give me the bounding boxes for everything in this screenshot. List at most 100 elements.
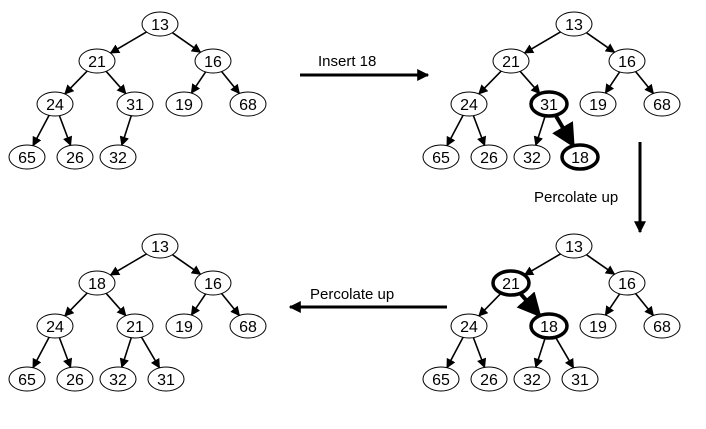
heap-node: 18 bbox=[560, 143, 600, 171]
tree-edge bbox=[604, 293, 621, 316]
heap-node: 65 bbox=[422, 144, 460, 170]
node-value: 13 bbox=[565, 17, 583, 34]
heap-node: 21 bbox=[492, 48, 530, 74]
node-circle bbox=[470, 144, 508, 170]
heap-node: 13 bbox=[555, 11, 593, 37]
node-circle bbox=[561, 366, 599, 392]
node-circle bbox=[608, 48, 646, 74]
node-value: 18 bbox=[540, 319, 558, 336]
node-value: 32 bbox=[523, 150, 541, 167]
heap-node: 32 bbox=[513, 366, 551, 392]
node-value: 16 bbox=[204, 276, 222, 293]
tree-edge bbox=[472, 337, 487, 369]
node-circle bbox=[555, 233, 593, 259]
tree-edge bbox=[32, 114, 50, 147]
node-value: 68 bbox=[239, 97, 257, 114]
node-value: 31 bbox=[126, 97, 144, 114]
node-circle bbox=[147, 366, 185, 392]
tree-after-insert: 13 21 16 24 31 19 68 65 26 32 18 bbox=[422, 11, 681, 171]
tree-edge bbox=[446, 114, 464, 147]
tree-edge bbox=[604, 71, 621, 94]
percolate-step-label-2: Percolate up bbox=[310, 286, 394, 303]
heap-node: 65 bbox=[422, 366, 460, 392]
node-value: 65 bbox=[18, 372, 36, 389]
highlighted-node-circle bbox=[560, 143, 600, 171]
node-circle bbox=[555, 11, 593, 37]
heap-node: 16 bbox=[608, 48, 646, 74]
node-circle bbox=[78, 48, 116, 74]
tree-edge bbox=[190, 71, 207, 94]
heap-node: 19 bbox=[579, 313, 617, 339]
heap-node: 24 bbox=[450, 91, 488, 117]
tree-edge bbox=[171, 254, 202, 275]
node-value: 31 bbox=[540, 97, 558, 114]
heap-node: 19 bbox=[579, 91, 617, 117]
heap-node: 13 bbox=[141, 11, 179, 37]
heap-node: 24 bbox=[36, 91, 74, 117]
heap-node: 19 bbox=[165, 91, 203, 117]
node-circle bbox=[165, 313, 203, 339]
heap-node: 26 bbox=[470, 144, 508, 170]
insert-step-label: Insert 18 bbox=[318, 53, 376, 70]
heap-node: 32 bbox=[99, 366, 137, 392]
node-value: 13 bbox=[151, 239, 169, 256]
node-circle bbox=[194, 270, 232, 296]
node-circle bbox=[56, 144, 94, 170]
node-value: 24 bbox=[460, 97, 478, 114]
node-value: 19 bbox=[175, 319, 193, 336]
heap-node: 18 bbox=[78, 270, 116, 296]
node-value: 19 bbox=[175, 97, 193, 114]
tree-edge bbox=[105, 70, 127, 95]
heap-node: 26 bbox=[470, 366, 508, 392]
node-value: 21 bbox=[88, 54, 106, 71]
percolate-step-label-1: Percolate up bbox=[534, 189, 618, 206]
node-value: 21 bbox=[502, 276, 520, 293]
node-value: 65 bbox=[18, 150, 36, 167]
heap-node: 26 bbox=[56, 366, 94, 392]
node-value: 68 bbox=[239, 319, 257, 336]
node-circle bbox=[141, 11, 179, 37]
highlighted-node-circle bbox=[529, 90, 569, 118]
heap-node: 68 bbox=[229, 313, 267, 339]
node-circle bbox=[78, 270, 116, 296]
tree-edge bbox=[64, 70, 88, 95]
node-value: 26 bbox=[66, 150, 84, 167]
node-circle bbox=[36, 91, 74, 117]
node-circle bbox=[229, 313, 267, 339]
node-value: 26 bbox=[480, 372, 498, 389]
node-circle bbox=[513, 366, 551, 392]
percolate-up-step-arrow-1: Percolate up bbox=[534, 142, 646, 234]
node-value: 19 bbox=[589, 319, 607, 336]
tree-edge bbox=[523, 253, 561, 276]
node-circle bbox=[643, 313, 681, 339]
tree-edge bbox=[554, 336, 575, 369]
node-value: 13 bbox=[565, 239, 583, 256]
tree-edge bbox=[58, 115, 73, 147]
node-value: 31 bbox=[571, 372, 589, 389]
node-circle bbox=[99, 366, 137, 392]
node-circle bbox=[450, 91, 488, 117]
heap-node: 18 bbox=[529, 312, 569, 340]
node-value: 26 bbox=[66, 372, 84, 389]
node-circle bbox=[116, 91, 154, 117]
node-value: 24 bbox=[460, 319, 478, 336]
tree-edge bbox=[190, 293, 207, 316]
tree-edge bbox=[109, 253, 147, 276]
node-value: 18 bbox=[571, 150, 589, 167]
heap-node: 31 bbox=[116, 91, 154, 117]
tree-edge bbox=[64, 292, 88, 317]
node-value: 16 bbox=[618, 54, 636, 71]
tree-edge bbox=[119, 115, 132, 147]
node-circle bbox=[450, 313, 488, 339]
node-value: 68 bbox=[653, 97, 671, 114]
node-value: 31 bbox=[157, 372, 175, 389]
heap-node: 24 bbox=[450, 313, 488, 339]
heap-node: 68 bbox=[643, 313, 681, 339]
tree-edge bbox=[220, 293, 241, 317]
heap-node: 16 bbox=[608, 270, 646, 296]
heap-node: 31 bbox=[147, 366, 185, 392]
heap-node: 19 bbox=[165, 313, 203, 339]
node-circle bbox=[579, 313, 617, 339]
heap-node: 65 bbox=[8, 366, 46, 392]
heap-node: 68 bbox=[643, 91, 681, 117]
